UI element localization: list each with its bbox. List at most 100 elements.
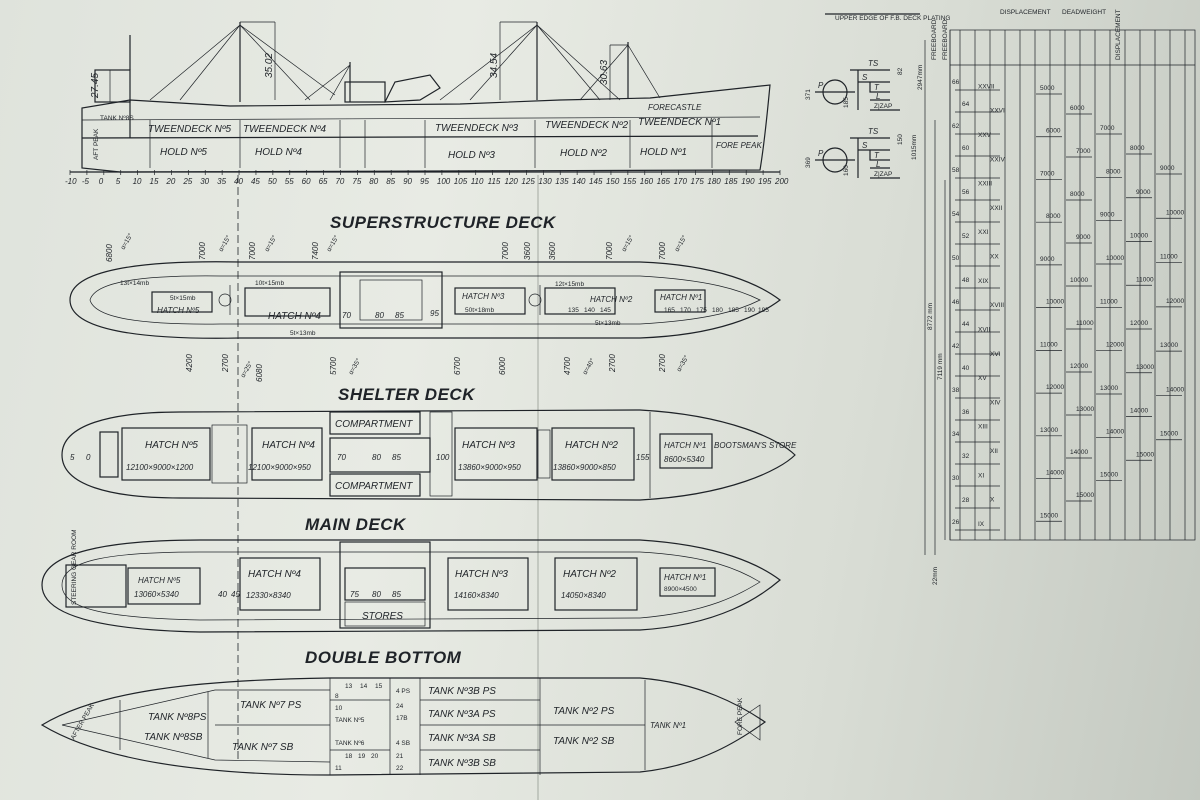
frame-number: 70 xyxy=(342,311,351,320)
draft-number: 62 xyxy=(952,123,960,130)
height-label: 30.63 xyxy=(599,60,610,85)
angle-label: α=40° xyxy=(581,357,597,376)
draft-number: 46 xyxy=(952,299,960,306)
table-value: 6000 xyxy=(1046,128,1061,135)
frame-number: 85 xyxy=(392,453,401,462)
dimension-label: 4700 xyxy=(563,357,572,375)
table-value: 9000 xyxy=(1160,165,1175,172)
tank-number: 18 xyxy=(345,753,353,760)
frame-scale-label: 70 xyxy=(335,177,344,186)
frame-scale-label: 50 xyxy=(268,177,277,186)
table-value: 12000 xyxy=(1106,342,1124,349)
frame-scale-label: 110 xyxy=(471,177,484,186)
double-bottom-title: DOUBLE BOTTOM xyxy=(305,648,462,667)
mark-label: P xyxy=(818,81,824,90)
hatch-size: 8600×5340 xyxy=(664,455,705,464)
table-value: 8000 xyxy=(1046,213,1061,220)
column-header: DISPLACEMENT xyxy=(1000,9,1051,16)
tank-label: TANK Nº3A PS xyxy=(428,709,496,720)
tank-label: TANK Nº8SB xyxy=(144,732,203,743)
frame-scale-label: 90 xyxy=(403,177,412,186)
hatch-label: HATCH Nº2 xyxy=(590,295,633,304)
hatch-size: 12330×8340 xyxy=(246,591,291,600)
table-value: 10000 xyxy=(1070,277,1088,284)
frame-scale-label: 55 xyxy=(285,177,294,186)
hatch-label: HATCH Nº5 xyxy=(157,306,200,315)
roman-row-label: XVII xyxy=(978,326,990,333)
tank-number: 14 xyxy=(360,683,368,690)
mark-label: L xyxy=(876,160,880,169)
table-value: 13000 xyxy=(1076,406,1094,413)
frame-scale-label: 15 xyxy=(150,177,159,186)
table-value: 15000 xyxy=(1100,472,1118,479)
tank-number: 8 xyxy=(335,693,339,700)
tank-number: 17B xyxy=(396,715,408,722)
table-value: 7000 xyxy=(1100,125,1115,132)
tank-label: TANK Nº7 SB xyxy=(232,742,294,753)
hatch-label: HATCH Nº4 xyxy=(248,569,301,580)
dimension-label: 7000 xyxy=(501,242,510,260)
hatch-label: HATCH Nº3 xyxy=(462,440,515,451)
frame-number: 175 xyxy=(696,307,707,314)
tweendeck-label: TWEENDECK Nº3 xyxy=(435,123,519,134)
table-value: 9000 xyxy=(1076,234,1091,241)
frame-number: 195 xyxy=(758,307,769,314)
tweendeck-label: TWEENDECK Nº4 xyxy=(243,124,327,135)
roman-row-label: XVI xyxy=(990,351,1001,358)
dimension-label: 150 xyxy=(897,134,904,145)
draft-number: 52 xyxy=(962,233,970,240)
tank-number: 21 xyxy=(396,753,404,760)
dimension-label: 6080 xyxy=(255,364,264,382)
angle-label: α=15° xyxy=(673,234,689,253)
compartment-label: COMPARTMENT xyxy=(335,481,413,492)
tank-label: TANK Nº5 xyxy=(335,717,365,724)
frame-scale-label: 10 xyxy=(133,177,142,186)
mark-label: S xyxy=(862,73,868,82)
tank-number: 19 xyxy=(358,753,366,760)
dimension-label: 369 xyxy=(805,157,812,168)
frame-scale-label: 140 xyxy=(572,177,586,186)
frame-scale-label: 85 xyxy=(386,177,395,186)
frame-scale-label: 190 xyxy=(741,177,755,186)
frame-scale-label: 120 xyxy=(505,177,519,186)
frame-scale-label: 175 xyxy=(690,177,704,186)
angle-label: α=15° xyxy=(620,234,636,253)
draft-number: 64 xyxy=(962,101,970,108)
frame-scale-label: -5 xyxy=(82,177,90,186)
tank-label: TANK Nº3A SB xyxy=(428,733,496,744)
frame-scale-label: 80 xyxy=(369,177,378,186)
hatch-label: HATCH Nº1 xyxy=(664,573,706,582)
tank-label: TANK Nº3B SB xyxy=(428,758,496,769)
mark-label: T xyxy=(874,83,880,92)
freeboard-table: 6664626058565452504846444240383634323028… xyxy=(949,29,1196,541)
dimension-label: 5700 xyxy=(329,357,338,375)
table-value: 7000 xyxy=(1040,170,1055,177)
frame-scale-label: 200 xyxy=(774,177,789,186)
mark-label: Z|ZAP xyxy=(874,103,892,110)
table-value: 14000 xyxy=(1130,408,1148,415)
draft-number: 28 xyxy=(962,497,970,504)
capacity-note: 12t×15mb xyxy=(555,281,584,288)
angle-label: α=25° xyxy=(239,360,255,379)
forecastle-label: FORECASTLE xyxy=(648,103,702,112)
frame-scale-label: 160 xyxy=(640,177,654,186)
tweendeck-label: TWEENDECK Nº2 xyxy=(545,120,629,131)
frame-number: 40 xyxy=(218,590,227,599)
frame-number: 185 xyxy=(728,307,739,314)
height-label: 35.02 xyxy=(264,53,275,78)
frame-number: 70 xyxy=(337,453,346,462)
dimension-label: 7000 xyxy=(248,242,257,260)
hatch-label: HATCH Nº2 xyxy=(563,569,616,580)
table-value: 14000 xyxy=(1106,428,1124,435)
draft-number: 40 xyxy=(962,365,970,372)
frame-number: 5 xyxy=(70,453,75,462)
roman-row-label: XI xyxy=(978,472,984,479)
frame-scale-label: 30 xyxy=(200,177,209,186)
freeboard-diagram: UPPER EDGE OF F.B. DECK PLATING TS S T L… xyxy=(805,9,1196,585)
angle-label: α=35° xyxy=(347,357,363,376)
table-value: 9000 xyxy=(1100,212,1115,219)
frame-number: 80 xyxy=(372,453,381,462)
dimension-label: 8772 mm xyxy=(927,303,934,330)
hatch-label: HATCH Nº4 xyxy=(262,440,315,451)
